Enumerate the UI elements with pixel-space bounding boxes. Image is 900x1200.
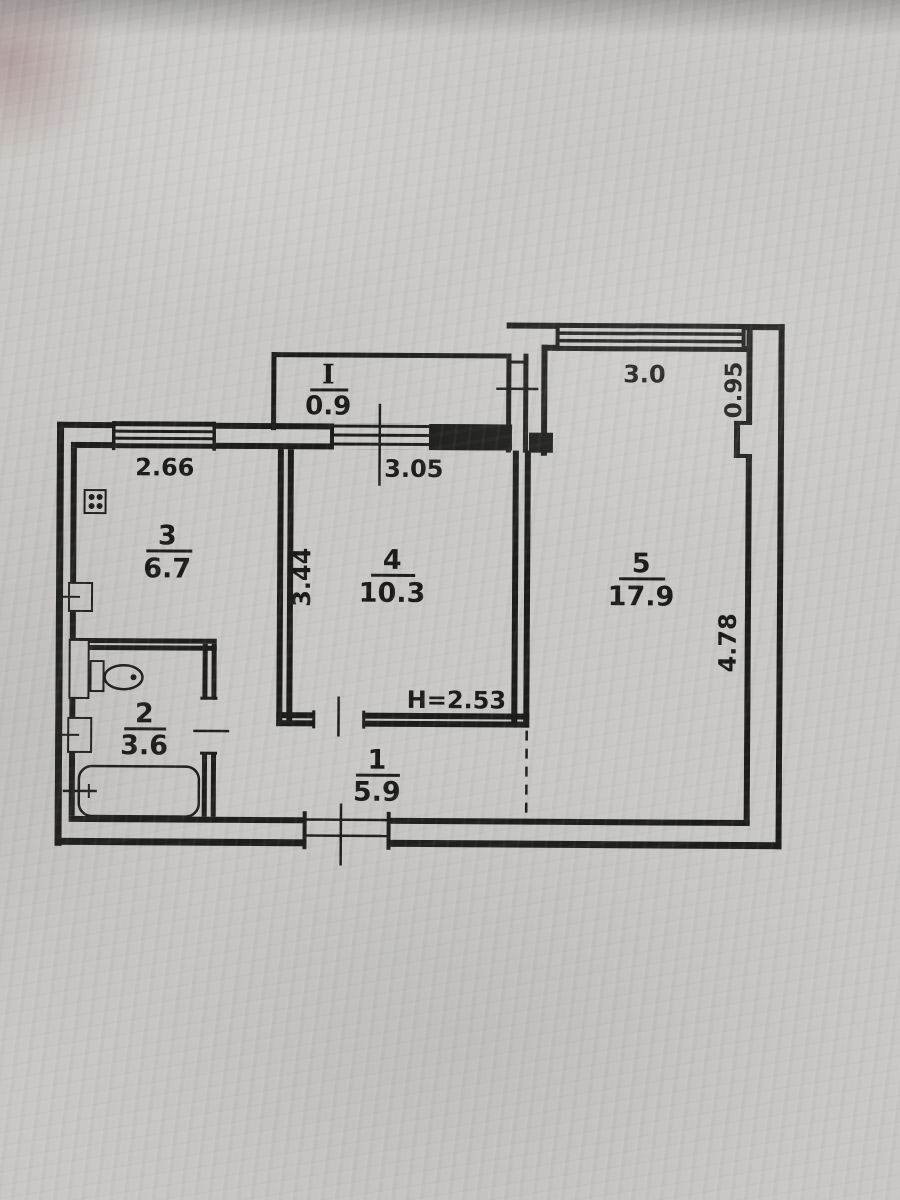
dimension-tick-top [378, 403, 382, 486]
bathroom-door-tick [193, 729, 230, 733]
wall-bottom-outer [54, 837, 782, 850]
room-1-label: 1 5.9 [353, 745, 401, 808]
room4-right-wall-b [523, 450, 531, 728]
room-4-number: 4 [383, 545, 402, 576]
toilet-icon [89, 659, 144, 693]
balcony-wall-top [271, 352, 512, 359]
wall-right-niche [733, 420, 753, 459]
room-1-number: 1 [368, 745, 387, 776]
room5-left-wall-upper [540, 344, 548, 456]
room-5-label: 5 17.9 [608, 548, 675, 612]
balcony-door-tick [496, 387, 539, 391]
room5-window [555, 322, 746, 352]
hall-room5-dashed-boundary [524, 730, 528, 819]
room5-wall-jut [528, 432, 554, 453]
dim-0-95: 0.95 [721, 361, 747, 418]
bathroom-walls [69, 637, 230, 817]
wall-left-inner [68, 447, 77, 816]
room-2-area: 3.6 [120, 730, 168, 761]
wall-right-inner-upper [746, 323, 753, 425]
room-balcony-number: I [322, 359, 335, 390]
room-4-area: 10.3 [359, 578, 426, 609]
floor-plan: I 0.9 3 6.7 4 10.3 5 17.9 2 [54, 322, 785, 866]
room4-left-wall-a [276, 449, 284, 727]
room4-bottom-wall [276, 696, 530, 737]
ceiling-height-note: H=2.53 [407, 686, 507, 715]
room-balcony-area: 0.9 [305, 391, 351, 421]
room4-left-wall-b [286, 449, 294, 727]
room-2-number: 2 [135, 698, 154, 729]
entrance-door-tick [339, 803, 343, 866]
room-2-label: 2 3.6 [120, 698, 168, 761]
washbasin-icon [57, 716, 93, 753]
room-3-number: 3 [158, 520, 177, 551]
wall-left-outer [54, 421, 65, 846]
room-1-area: 5.9 [353, 777, 401, 808]
wall-top-solid-chunk [428, 424, 513, 451]
dim-2-66: 2.66 [135, 453, 194, 481]
entrance-door [302, 803, 391, 866]
room-5-number: 5 [632, 548, 651, 579]
room4-door-tick [337, 696, 340, 737]
balcony-wall-left [271, 352, 277, 431]
kitchen-sink-icon [58, 581, 94, 613]
wall-bottom-inner [68, 815, 750, 827]
wall-right-inner-lower [743, 454, 752, 825]
dim-3-44: 3.44 [288, 548, 316, 607]
room-3-area: 6.7 [143, 553, 191, 584]
room-4-label: 4 10.3 [359, 545, 426, 609]
dim-3-0: 3.0 [623, 360, 666, 388]
dim-4-78: 4.78 [714, 613, 742, 672]
bathtub-icon [62, 764, 201, 818]
room-5-area: 17.9 [608, 581, 675, 612]
room4-right-wall-a [511, 450, 519, 728]
stove-icon [83, 488, 107, 515]
balcony-room5-divider [496, 353, 539, 453]
wall-cabinet-icon [68, 638, 90, 699]
room-balcony-label: I 0.9 [305, 359, 351, 421]
room-3-label: 3 6.7 [143, 520, 193, 585]
wall-right-outer [775, 324, 785, 850]
kitchen-window [111, 420, 217, 451]
dim-3-05: 3.05 [384, 455, 443, 483]
